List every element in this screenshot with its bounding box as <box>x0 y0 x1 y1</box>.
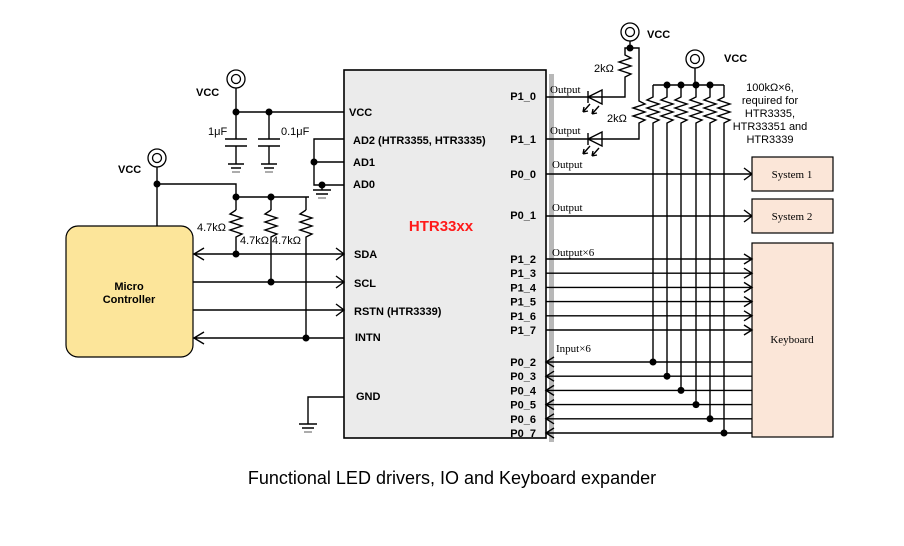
mcu-label-line1: Micro <box>114 281 144 293</box>
pullup-resistor-100k <box>701 85 719 419</box>
input-line <box>544 427 752 439</box>
pin-sda: SDA <box>354 249 377 261</box>
junction-dot <box>720 429 728 437</box>
kbd-resistor-note-line: HTR3339 <box>746 134 793 146</box>
pin-ad0: AD0 <box>353 179 375 191</box>
keyboard-label: Keyboard <box>770 334 814 346</box>
vcc-label-led: VCC <box>647 29 670 41</box>
junction-dot <box>692 401 700 409</box>
figure-caption: Functional LED drivers, IO and Keyboard … <box>248 468 656 488</box>
output-line <box>546 296 754 308</box>
pin-ad2: AD2 (HTR3355, HTR3335) <box>353 135 486 147</box>
pin-intn: INTN <box>355 332 381 344</box>
junction-dot <box>677 81 685 89</box>
pullup-resistor-100k <box>672 85 690 391</box>
input-x6-label: Input×6 <box>556 343 591 355</box>
led-2 <box>546 130 615 157</box>
input-line <box>544 356 752 368</box>
vcc-label: VCC <box>196 87 219 99</box>
pin-p1-2: P1_2 <box>510 254 536 266</box>
led-1 <box>546 88 615 115</box>
pin-p0-1: P0_1 <box>510 210 536 222</box>
pin-p1-6: P1_6 <box>510 311 536 323</box>
chip-name: HTR33xx <box>409 218 474 235</box>
junction-dot <box>663 81 671 89</box>
pin-p0-6: P0_6 <box>510 414 536 426</box>
pin-p1-1: P1_1 <box>510 134 536 146</box>
output-line <box>546 310 754 322</box>
junction-dot <box>692 81 700 89</box>
system-2-label: System 2 <box>772 211 813 223</box>
led-r2-label: 2kΩ <box>607 113 627 125</box>
output-line <box>546 324 754 336</box>
input-line <box>544 399 752 411</box>
input-line <box>544 370 752 382</box>
pullup-resistor-100k <box>687 85 705 405</box>
pin-p1-4: P1_4 <box>510 282 537 294</box>
kbd-resistor-note-line: HTR3335, <box>745 108 795 120</box>
pin-p0-7: P0_7 <box>510 428 536 440</box>
output-line <box>546 281 754 293</box>
junction-dot <box>649 358 657 366</box>
mcu-label-line2: Controller <box>103 294 156 306</box>
pin-p0-2: P0_2 <box>510 357 536 369</box>
pin-scl: SCL <box>354 278 376 290</box>
input-line <box>544 413 752 425</box>
pin-p0-0: P0_0 <box>510 169 536 181</box>
pin-p1-0: P1_0 <box>510 91 536 103</box>
vcc-symbol-kbd <box>685 49 705 69</box>
vcc-symbol <box>226 69 246 89</box>
chip-body <box>343 69 547 439</box>
system-2-block <box>751 198 834 234</box>
system-1-label: System 1 <box>772 169 813 181</box>
output-line <box>546 267 754 279</box>
input-line <box>544 384 752 396</box>
pullup-resistor-100k <box>644 85 662 362</box>
kbd-resistor-note-line: required for <box>742 95 799 107</box>
pin-gnd: GND <box>356 391 381 403</box>
output-p0-0-label: Output <box>552 159 583 171</box>
keyboard-block <box>751 242 834 438</box>
system-1-block <box>751 156 834 192</box>
pullup-r2-label: 4.7kΩ <box>240 235 269 247</box>
pin-p1-7: P1_7 <box>510 325 536 337</box>
vcc-symbol-led <box>620 22 640 42</box>
cap-1uf-label: 1μF <box>208 126 227 138</box>
junction-dot <box>677 386 685 394</box>
pin-p1-5: P1_5 <box>510 297 536 309</box>
vcc-label-kbd: VCC <box>724 53 747 65</box>
output-p1-0-label: Output <box>550 84 581 96</box>
junction-dot <box>663 372 671 380</box>
pin-p0-5: P0_5 <box>510 400 536 412</box>
kbd-resistor-note-line: HTR33351 and <box>733 121 808 133</box>
junction-dot <box>706 415 714 423</box>
output-p1-1-label: Output <box>550 125 581 137</box>
pin-p0-3: P0_3 <box>510 371 536 383</box>
output-p0-1-label: Output <box>552 202 583 214</box>
pin-rstn: RSTN (HTR3339) <box>354 306 442 318</box>
micro-controller <box>65 225 194 358</box>
pin-vcc: VCC <box>349 107 372 119</box>
vcc-label-mcu: VCC <box>118 164 141 176</box>
vcc-symbol-mcu <box>147 148 167 168</box>
pin-p0-4: P0_4 <box>510 385 537 397</box>
output-x6-label: Output×6 <box>552 247 595 259</box>
kbd-resistor-note-line: 100kΩ×6, <box>746 82 794 94</box>
pullup-r1-label: 4.7kΩ <box>197 222 226 234</box>
led-r1-label: 2kΩ <box>594 63 614 75</box>
pullup-resistor-100k <box>658 85 676 377</box>
chip-shadow <box>549 74 554 442</box>
cap-01uf-label: 0.1μF <box>281 126 310 138</box>
junction-dot <box>706 81 714 89</box>
pullup-r3-label: 4.7kΩ <box>272 235 301 247</box>
pullup-resistor-100k <box>715 85 733 433</box>
pin-p1-3: P1_3 <box>510 268 536 280</box>
pin-ad1: AD1 <box>353 157 375 169</box>
output-line <box>546 253 754 265</box>
